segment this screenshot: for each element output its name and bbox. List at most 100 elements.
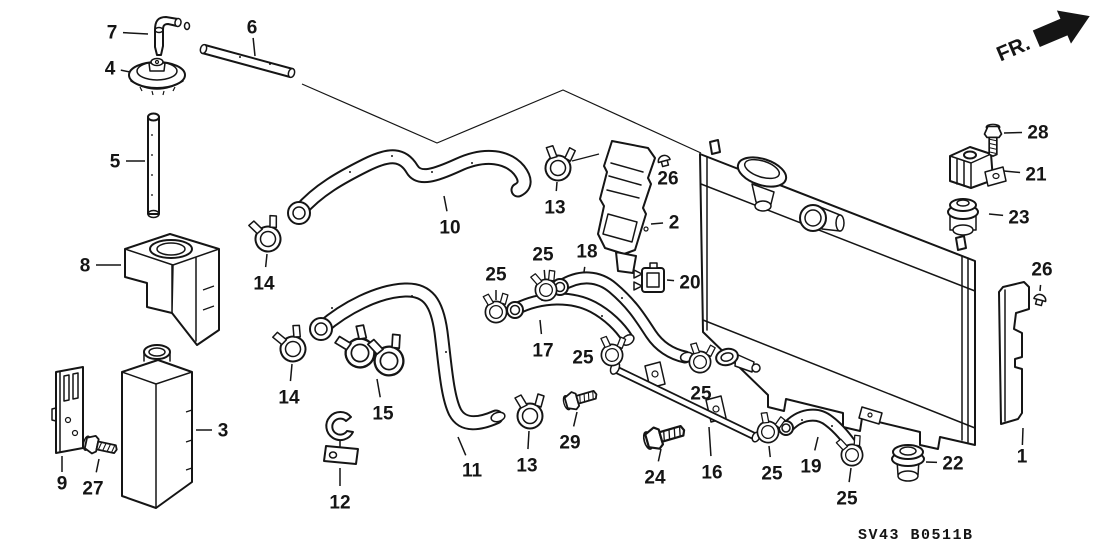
part-16-pipe <box>609 361 761 443</box>
part-label-28: 28 <box>1027 123 1048 144</box>
part-24-bolt <box>640 418 689 454</box>
part-label-1: 1 <box>1017 447 1028 468</box>
part-14-clamp <box>246 213 286 256</box>
part-label-16: 16 <box>701 463 722 484</box>
part-20-clip <box>633 262 665 293</box>
part-label-8: 8 <box>80 256 91 277</box>
part-label-22: 22 <box>942 454 963 475</box>
callout-leader-4 <box>120 69 131 73</box>
part-21-bracket <box>949 146 1007 189</box>
reference-line <box>301 83 702 154</box>
part-label-3: 3 <box>218 421 229 442</box>
part-label-27: 27 <box>82 479 103 500</box>
part-label-6: 6 <box>247 18 258 39</box>
part-label-26: 26 <box>1031 260 1052 281</box>
part-9-bracket <box>51 366 84 454</box>
callout-leader-2 <box>650 222 664 225</box>
part-27-bolt <box>80 432 120 460</box>
callout-leader-18 <box>583 266 586 273</box>
callout-leader-27 <box>95 458 100 473</box>
part-29-bolt <box>560 384 600 414</box>
part-label-25: 25 <box>532 245 554 266</box>
part-label-13: 13 <box>516 456 537 477</box>
callout-leader-17 <box>539 319 543 335</box>
part-label-21: 21 <box>1025 165 1047 186</box>
part-label-23: 23 <box>1008 208 1029 229</box>
diagram-code: SV43 B0511B <box>858 527 974 544</box>
radiator-lower-clip <box>858 406 883 425</box>
part-14-clamp <box>270 322 312 367</box>
callout-leader-25 <box>848 467 852 483</box>
part-label-25: 25 <box>836 489 858 510</box>
stipple-dots <box>239 56 833 427</box>
part-label-26: 26 <box>657 169 678 190</box>
part-label-5: 5 <box>110 152 121 173</box>
part-12-clip-bracket <box>323 411 359 465</box>
part-label-14: 14 <box>253 274 275 295</box>
part-7-joint <box>154 16 191 56</box>
part-label-20: 20 <box>679 273 700 294</box>
part-label-13: 13 <box>544 198 565 219</box>
part-23-mount <box>947 198 979 236</box>
part-label-29: 29 <box>559 433 580 454</box>
part-label-14: 14 <box>278 388 300 409</box>
callout-leader-21 <box>1003 170 1021 174</box>
callout-leader-25 <box>543 269 546 280</box>
callout-leader-25 <box>768 445 771 458</box>
callout-leader-14 <box>264 253 268 268</box>
part-label-25: 25 <box>761 464 783 485</box>
part-6-tube <box>199 43 296 79</box>
callout-leader-29 <box>572 411 578 427</box>
part-label-24: 24 <box>644 468 666 489</box>
part-26-clip <box>1031 292 1048 308</box>
part-26-clip <box>656 153 673 169</box>
part-19-hose <box>778 408 862 458</box>
callout-leader-15 <box>376 378 381 398</box>
callout-leader-13 <box>527 430 530 450</box>
callout-leader-28 <box>1003 131 1023 134</box>
part-3-reserve-tank <box>121 344 193 509</box>
part-label-10: 10 <box>439 218 460 239</box>
part-4-cap <box>128 57 186 96</box>
part-8-tank-bracket <box>124 233 220 346</box>
part-13-clamp <box>514 393 545 430</box>
fr-arrow: FR. <box>993 10 1090 66</box>
callout-leader-14 <box>289 363 293 382</box>
part-label-25: 25 <box>485 265 507 286</box>
fr-arrow-icon <box>1032 10 1090 48</box>
callout-leader-10 <box>443 195 448 212</box>
callout-leader-24 <box>657 448 662 462</box>
callout-leader-19 <box>814 436 819 451</box>
part-22-mount <box>891 444 925 482</box>
part-label-19: 19 <box>800 457 821 478</box>
part-25-clamp <box>684 340 717 376</box>
radiator-drain-petcock <box>715 347 761 373</box>
part-label-17: 17 <box>532 341 553 362</box>
callout-leader-23 <box>988 213 1004 217</box>
reference-line-clamp13 <box>571 153 600 162</box>
part-10-upper-hose <box>287 149 532 225</box>
radiator-filler-cap <box>736 156 788 212</box>
part-5-tube <box>147 112 160 219</box>
part-28-bolt <box>983 123 1003 157</box>
callout-leader-6 <box>252 37 256 57</box>
callout-leader-20 <box>666 279 675 282</box>
callout-leader-13 <box>555 181 558 192</box>
callout-leader-1 <box>1021 427 1024 446</box>
radiator <box>699 139 976 450</box>
callout-leader-26 <box>1039 284 1042 292</box>
part-label-15: 15 <box>372 404 394 425</box>
part-13-clamp <box>540 142 577 184</box>
part-11-lower-hose <box>309 282 506 431</box>
part-label-12: 12 <box>329 493 350 514</box>
part-25-clamp <box>597 334 627 368</box>
callout-leader-11 <box>457 436 467 456</box>
part-label-25: 25 <box>572 348 594 369</box>
part-label-9: 9 <box>57 474 68 495</box>
part-17-hose <box>506 292 635 346</box>
callout-leader-7 <box>122 31 149 35</box>
part-label-7: 7 <box>107 23 118 44</box>
part-label-4: 4 <box>105 59 116 80</box>
